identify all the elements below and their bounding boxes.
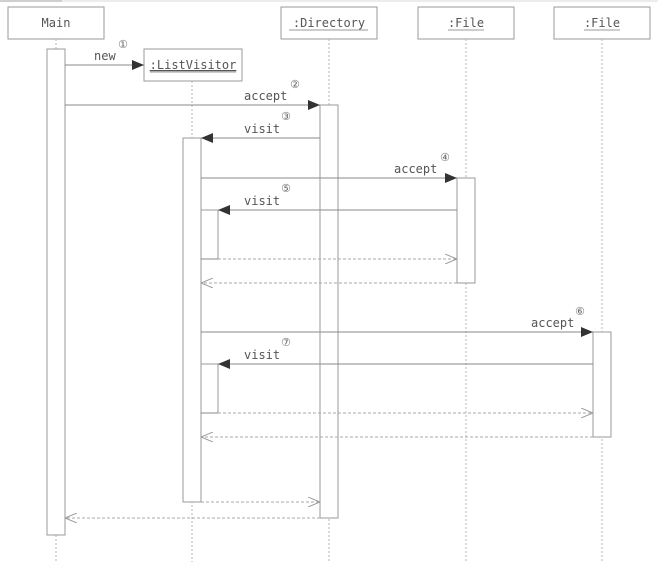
step-number-3: ③ xyxy=(281,110,291,123)
participant-label: :File xyxy=(448,16,484,30)
activation-directory xyxy=(319,104,339,519)
activation-listvisitor-nested-2 xyxy=(200,363,219,414)
top-border xyxy=(0,0,658,2)
participant-directory: :Directory xyxy=(280,6,378,40)
activation-main xyxy=(46,48,66,536)
message-label-new: new xyxy=(94,49,116,63)
participant-label: :File xyxy=(584,16,620,30)
message-label-visit-1: visit xyxy=(244,122,280,136)
participant-label: Main xyxy=(42,16,71,30)
step-number-7: ⑦ xyxy=(281,336,291,349)
participant-file-1: :File xyxy=(417,6,515,40)
activation-file-2 xyxy=(592,331,612,438)
participant-file-2: :File xyxy=(553,6,651,40)
participant-label: :Directory xyxy=(293,16,365,30)
activation-listvisitor xyxy=(182,137,202,503)
message-label-visit-2: visit xyxy=(244,194,280,208)
step-number-1: ① xyxy=(118,38,128,51)
activation-listvisitor-nested-1 xyxy=(200,209,219,260)
activation-file-1 xyxy=(456,177,476,284)
message-label-accept-file-2: accept xyxy=(531,316,574,330)
participant-listvisitor: :ListVisitor xyxy=(143,48,243,82)
step-number-4: ④ xyxy=(440,151,450,164)
message-label-accept-file-1: accept xyxy=(394,162,437,176)
step-number-6: ⑥ xyxy=(575,305,585,318)
message-label-accept-directory: accept xyxy=(244,89,287,103)
message-label-visit-3: visit xyxy=(244,348,280,362)
participant-label: :ListVisitor xyxy=(150,58,237,72)
top-border-accent xyxy=(0,0,62,2)
step-number-2: ② xyxy=(290,78,300,91)
participant-main: Main xyxy=(7,6,105,40)
step-number-5: ⑤ xyxy=(281,182,291,195)
